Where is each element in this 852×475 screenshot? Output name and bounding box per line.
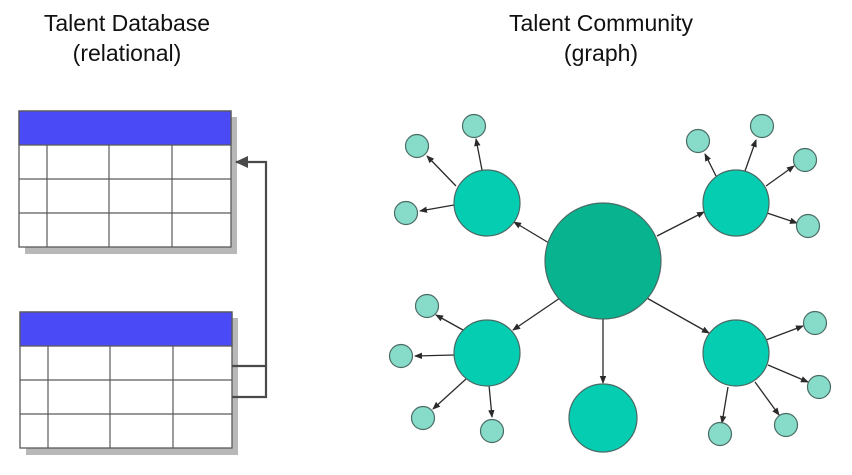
leaf-node <box>707 421 733 447</box>
leaf-node <box>792 147 818 173</box>
edge-ur-leaf-4 <box>766 212 798 224</box>
graph-title: Talent Community (graph) <box>470 8 732 68</box>
leaf-node <box>388 343 414 369</box>
node-upper-right <box>702 169 770 237</box>
node-upper-left <box>453 169 521 237</box>
table-bottom <box>19 311 238 455</box>
leaf-node <box>806 374 832 400</box>
table-top-grid <box>19 145 231 247</box>
table-bottom-header <box>19 311 233 347</box>
edge-ll-leaf-2 <box>414 352 455 360</box>
edge-ul-leaf-1 <box>426 155 457 187</box>
relational-title-line1: Talent Database <box>43 10 211 36</box>
table-bottom-grid <box>20 346 232 448</box>
edge-ll-leaf-4 <box>488 384 495 418</box>
leaf-node <box>414 293 440 319</box>
edge-hub-to-node-lower-right <box>644 296 710 334</box>
node-lower-left <box>453 319 521 387</box>
leaf-node <box>749 113 775 139</box>
node-bottom <box>568 383 638 453</box>
leaf-node <box>410 405 436 431</box>
table-top-header <box>18 110 232 146</box>
edge-ur-leaf-2 <box>744 139 757 172</box>
edge-ur-leaf-3 <box>765 165 795 187</box>
table-top <box>18 110 237 254</box>
leaf-node <box>461 113 487 139</box>
leaf-node <box>393 200 419 226</box>
edge-ll-leaf-1 <box>435 314 464 331</box>
node-lower-right <box>702 319 770 387</box>
foreign-key-arrow <box>232 156 268 368</box>
edge-ul-leaf-2 <box>474 138 483 171</box>
foreign-key-line <box>232 366 268 399</box>
relational-title: Talent Database (relational) <box>0 8 254 68</box>
edge-ul-leaf-3 <box>419 204 455 213</box>
edge-ll-leaf-3 <box>432 378 467 410</box>
edge-lr-leaf-4 <box>719 386 729 424</box>
leaf-node <box>773 412 799 438</box>
leaf-node <box>795 213 821 239</box>
graph-title-line1: Talent Community <box>508 10 694 36</box>
edge-hub-to-node-upper-right <box>656 211 705 237</box>
graph-title-line2: (graph) <box>563 40 639 66</box>
foreign-key-connector <box>232 156 268 399</box>
hub-node <box>544 202 662 320</box>
leaf-node <box>802 310 828 336</box>
edge-hub-to-node-lower-left <box>512 297 561 331</box>
edge-lr-leaf-2 <box>767 364 809 383</box>
relational-title-line2: (relational) <box>72 40 182 66</box>
graph-edges <box>414 138 809 424</box>
graph-nodes <box>388 113 832 453</box>
edge-hub-to-node-upper-left <box>513 221 550 244</box>
edge-ur-leaf-1 <box>704 153 717 177</box>
edge-lr-leaf-1 <box>765 325 804 341</box>
leaf-node <box>479 418 505 444</box>
leaf-node <box>404 133 430 159</box>
leaf-node <box>685 128 711 154</box>
edge-lr-leaf-3 <box>754 381 780 416</box>
